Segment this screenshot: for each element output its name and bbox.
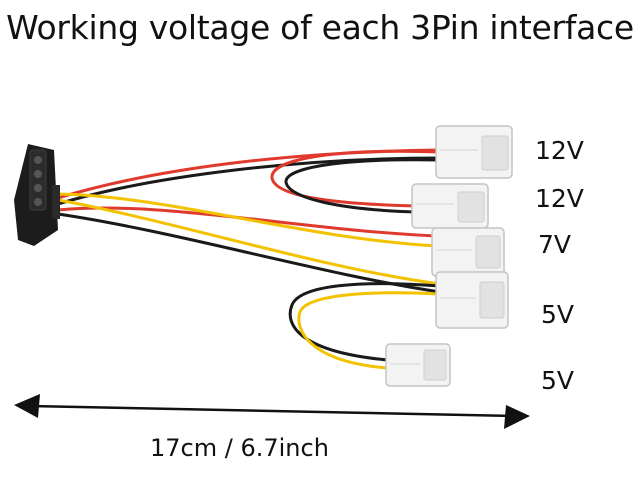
fan-connector-4 bbox=[435, 271, 509, 329]
voltage-label-1: 12V bbox=[535, 136, 584, 165]
wire-black bbox=[284, 158, 442, 214]
voltage-label-3: 7V bbox=[538, 230, 572, 259]
diagram-title: Working voltage of each 3Pin interface bbox=[6, 8, 634, 47]
voltage-label-5: 5V bbox=[541, 366, 575, 395]
voltage-label-4: 5V bbox=[541, 300, 575, 329]
fan-connector-5 bbox=[385, 343, 451, 387]
voltage-label-2: 12V bbox=[535, 184, 584, 213]
molex-connector bbox=[14, 144, 60, 246]
wire-black bbox=[288, 282, 442, 362]
wire-yellow bbox=[297, 291, 442, 370]
wire-black bbox=[56, 212, 442, 294]
wire-bundle bbox=[56, 148, 442, 370]
length-label: 17cm / 6.7inch bbox=[150, 434, 329, 462]
fan-connector-1 bbox=[435, 125, 513, 179]
length-arrow bbox=[14, 394, 530, 429]
wire-yellow bbox=[56, 198, 442, 286]
wire-red bbox=[270, 149, 442, 208]
fan-connector-2 bbox=[411, 183, 489, 229]
wire-yellow bbox=[56, 192, 438, 248]
fan-connector-3 bbox=[431, 227, 505, 277]
